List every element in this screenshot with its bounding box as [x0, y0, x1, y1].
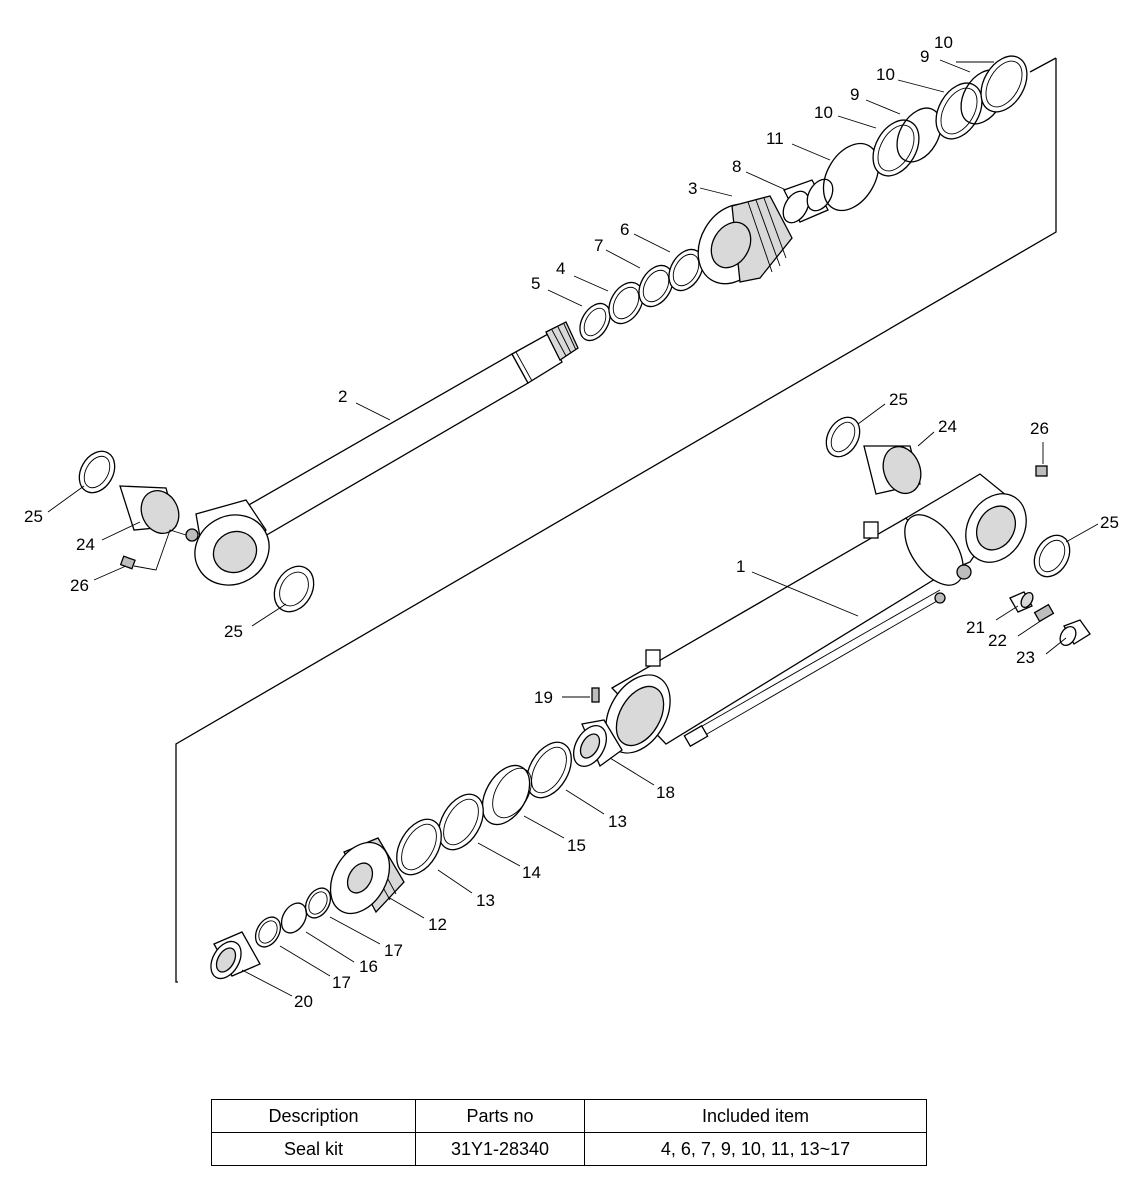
- header-included-item: Included item: [584, 1099, 927, 1133]
- callout-25-a: 25: [889, 390, 908, 409]
- callout-13-a: 13: [608, 812, 627, 831]
- part-25-ring-left-bottom: [273, 565, 315, 613]
- callout-11: 11: [766, 129, 784, 148]
- part-25-ring-right-top: [825, 416, 861, 458]
- part-10-backup-ring-c: [980, 55, 1028, 113]
- callout-26-a: 26: [1030, 419, 1049, 438]
- callout-10-c: 10: [814, 103, 833, 122]
- part-13-ring-a: [526, 741, 572, 799]
- callout-18: 18: [656, 783, 675, 802]
- callout-9-b: 9: [850, 85, 859, 104]
- callout-17-a: 17: [384, 941, 403, 960]
- callout-19: 19: [534, 688, 553, 707]
- exploded-parts-diagram: 1 2 3 4 5 6 7 8 9 9 10 10 10 11 12 13 13…: [24, 33, 1119, 1011]
- part-9-o-ring-a: [896, 107, 942, 163]
- part-26-grease-nipple-right: [1035, 465, 1048, 477]
- part-22-spring: [1033, 603, 1055, 623]
- callout-1: 1: [736, 557, 745, 576]
- callout-16: 16: [359, 957, 378, 976]
- piston-rod: [239, 321, 579, 541]
- part-4-seal: [608, 281, 644, 325]
- part-26-grease-nipple-left: [119, 555, 136, 570]
- part-23-plug: [1059, 619, 1091, 646]
- callout-10-a: 10: [934, 33, 953, 52]
- callout-20: 20: [294, 992, 313, 1011]
- callout-24-b: 24: [76, 535, 95, 554]
- callout-22: 22: [988, 631, 1007, 650]
- callout-7: 7: [594, 236, 603, 255]
- seal-kit-table: Description Parts no Included item Seal …: [211, 1099, 927, 1166]
- part-7-ring: [638, 264, 674, 308]
- callout-21: 21: [966, 618, 985, 637]
- callout-6: 6: [620, 220, 629, 239]
- callout-13-b: 13: [476, 891, 495, 910]
- callout-3: 3: [688, 179, 697, 198]
- part-24-bushing-right: [863, 445, 922, 495]
- part-10-backup-ring-a: [872, 119, 920, 177]
- part-6-seal: [668, 248, 704, 292]
- cell-included-item: 4, 6, 7, 9, 10, 11, 13~17: [584, 1132, 927, 1166]
- part-3-rod-cover: [697, 195, 793, 285]
- callout-5: 5: [531, 274, 540, 293]
- part-17-ring-a: [304, 887, 332, 919]
- part-19-set-screw: [591, 687, 600, 703]
- callout-15: 15: [567, 836, 586, 855]
- part-15-wear-ring: [481, 764, 532, 826]
- callout-23: 23: [1016, 648, 1035, 667]
- part-5-snap-ring: [579, 302, 611, 342]
- callout-4: 4: [556, 259, 565, 278]
- assembly-frame-edge: [1029, 57, 1057, 73]
- leader-lines: [47, 59, 1099, 997]
- callout-14: 14: [522, 863, 541, 882]
- callout-2: 2: [338, 387, 347, 406]
- part-18-piston-nut: [572, 719, 623, 768]
- part-10-backup-ring-b: [935, 82, 983, 140]
- callout-17-b: 17: [332, 973, 351, 992]
- part-16-o-ring: [280, 902, 308, 934]
- rod-eye: [185, 499, 270, 586]
- callout-25-d: 25: [224, 622, 243, 641]
- header-description: Description: [211, 1099, 416, 1133]
- part-12-piston: [329, 837, 405, 915]
- part-24-bushing-left: [119, 485, 180, 534]
- part-14-seal: [438, 793, 484, 851]
- part-13-ring-b: [396, 818, 442, 876]
- callout-12: 12: [428, 915, 447, 934]
- cell-description: Seal kit: [211, 1132, 416, 1166]
- table-row: Seal kit 31Y1-28340 4, 6, 7, 9, 10, 11, …: [211, 1132, 927, 1166]
- callout-10-b: 10: [876, 65, 895, 84]
- callout-25-c: 25: [24, 507, 43, 526]
- part-21-valve-body: [1009, 591, 1034, 613]
- part-1-cylinder-tube: [605, 473, 1027, 754]
- callout-24-a: 24: [938, 417, 957, 436]
- callout-25-b: 25: [1100, 513, 1119, 532]
- callout-26-b: 26: [70, 576, 89, 595]
- part-20-cushion-ring: [210, 931, 261, 980]
- part-25-ring-right-bottom: [1033, 534, 1071, 578]
- part-25-ring-left-top: [78, 450, 116, 494]
- callout-9-a: 9: [920, 47, 929, 66]
- cell-parts-no: 31Y1-28340: [415, 1132, 585, 1166]
- callout-8: 8: [732, 157, 741, 176]
- part-17-ring-b: [254, 916, 282, 948]
- assembly-frame: [175, 58, 1057, 983]
- header-parts-no: Parts no: [415, 1099, 585, 1133]
- table-header-row: Description Parts no Included item: [211, 1099, 927, 1133]
- part-8-bushing: [782, 178, 834, 224]
- part-11-o-ring: [822, 142, 880, 212]
